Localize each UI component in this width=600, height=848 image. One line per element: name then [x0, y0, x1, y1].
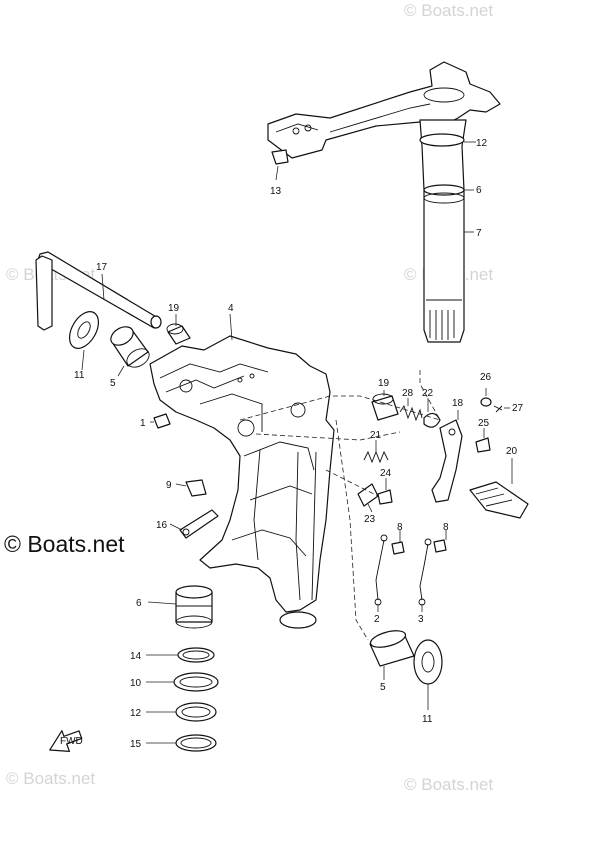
- callout-11-right: 11: [422, 714, 433, 725]
- steering-shaft: [419, 119, 467, 343]
- plate-16: [179, 509, 219, 539]
- washer-26: [480, 397, 492, 407]
- callout-3: 3: [418, 614, 424, 625]
- callout-9: 9: [166, 480, 172, 491]
- callout-19-top: 19: [168, 303, 180, 314]
- callout-27: 27: [512, 403, 524, 414]
- watermark-main: © Boats.net: [4, 531, 125, 557]
- callout-21: 21: [370, 430, 382, 441]
- callout-6-top: 6: [476, 185, 482, 196]
- pad-20: [469, 481, 529, 519]
- bolt-25: [475, 437, 491, 453]
- bolt-9: [185, 479, 207, 497]
- washer-11-right: [413, 639, 443, 685]
- stack-rings: [173, 647, 219, 752]
- clip-22: [423, 412, 441, 428]
- callout-5-left: 5: [110, 378, 116, 389]
- callout-4: 4: [228, 303, 234, 314]
- steering-bracket: [267, 61, 501, 159]
- callout-23: 23: [364, 514, 376, 525]
- lever-18: [431, 419, 463, 503]
- tilt-rod: [35, 251, 162, 331]
- callout-16: 16: [156, 520, 168, 531]
- plate-23: [357, 483, 379, 507]
- callout-20: 20: [506, 446, 518, 457]
- wire-2: [374, 534, 388, 606]
- callout-13: 13: [270, 186, 282, 197]
- callout-17: 17: [96, 262, 108, 273]
- circlip-15: [175, 734, 217, 752]
- washer-11-left: [68, 311, 100, 349]
- callout-7: 7: [476, 228, 482, 239]
- callout-22: 22: [422, 388, 434, 399]
- callout-10: 10: [130, 678, 142, 689]
- callout-8-left: 8: [397, 522, 403, 533]
- callout-26: 26: [480, 372, 492, 383]
- callout-15: 15: [130, 739, 142, 750]
- watermark-bottom-right: © Boats.net: [404, 775, 493, 794]
- callout-14: 14: [130, 651, 142, 662]
- bushing-5-left: [110, 326, 150, 368]
- spring-28: [399, 404, 423, 422]
- spring-21: [363, 450, 389, 464]
- bushing-5-right: [369, 630, 415, 667]
- fwd-arrow: FWD: [49, 730, 83, 752]
- leader-lines: [81, 141, 513, 744]
- callout-11-left: 11: [74, 370, 85, 381]
- callout-19-right: 19: [378, 378, 390, 389]
- swivel-bracket: [149, 335, 335, 629]
- bushing-6-lower: [175, 585, 213, 629]
- callout-8-right: 8: [443, 522, 449, 533]
- callout-2: 2: [374, 614, 380, 625]
- bushing-19-top: [166, 323, 191, 345]
- bushing-19-right: [371, 393, 399, 421]
- watermark-bottom-left: © Boats.net: [6, 769, 95, 788]
- callout-1: 1: [140, 418, 146, 429]
- callout-12-lower: 12: [130, 708, 142, 719]
- callout-25: 25: [478, 418, 490, 429]
- fwd-label: FWD: [60, 736, 83, 747]
- clip-27: [493, 405, 503, 413]
- bolt-8-left: [391, 541, 405, 555]
- callout-6-lower: 6: [136, 598, 142, 609]
- bolt-1: [153, 413, 171, 429]
- callout-labels: 12 6 7 13 17 19 4 11 5 1 9 16 6 14 10 12…: [74, 138, 524, 750]
- wire-3: [418, 538, 432, 606]
- callout-18: 18: [452, 398, 464, 409]
- washer-10: [173, 672, 219, 692]
- bolt-24: [377, 489, 393, 505]
- callout-24: 24: [380, 468, 392, 479]
- callout-12-top: 12: [476, 138, 488, 149]
- bolt-13: [271, 149, 289, 165]
- watermark-top: © Boats.net: [404, 1, 493, 20]
- bolt-8-right: [433, 539, 447, 553]
- callout-28: 28: [402, 388, 414, 399]
- callout-5-right: 5: [380, 682, 386, 693]
